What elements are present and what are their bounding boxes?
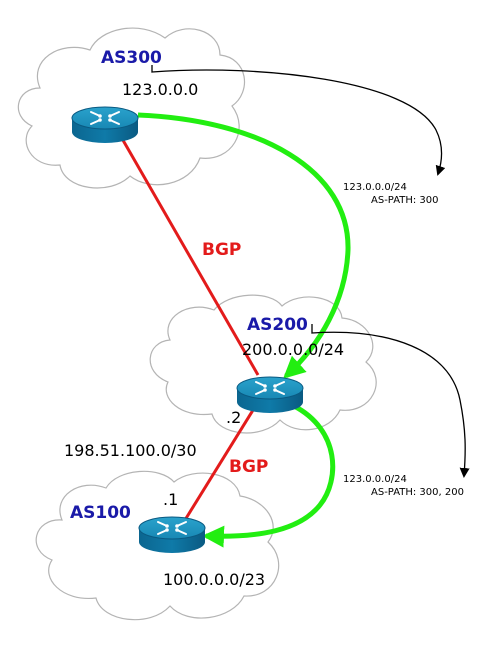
prefix-label-as100: 100.0.0.0/23 xyxy=(163,570,265,589)
advert-prefix-as300: 123.0.0.0/24 xyxy=(343,182,407,193)
router-as100 xyxy=(138,516,206,553)
cloud-as200 xyxy=(149,294,377,434)
interface-label-as200: .2 xyxy=(226,408,241,427)
advert-prefix-as200: 123.0.0.0/24 xyxy=(343,474,407,485)
prefix-label-as200: 200.0.0.0/24 xyxy=(242,340,344,359)
bgp-label-as200-as100: BGP xyxy=(229,457,268,477)
router-arrows-icon xyxy=(255,381,285,395)
router-arrows-icon xyxy=(90,111,120,125)
advert-aspath-as200: AS-PATH: 300, 200 xyxy=(371,487,464,498)
router-arrows-icon xyxy=(157,521,187,535)
bgp-label-as300-as200: BGP xyxy=(202,240,241,260)
router-as200 xyxy=(236,376,304,413)
advert-callout-arrow-as200 xyxy=(311,324,470,478)
route-advert-arrow-as200-to-as100 xyxy=(202,403,336,548)
cloud-as300 xyxy=(17,27,246,189)
bgp-link-as300-as200 xyxy=(118,134,260,376)
bgp-link-as200-as100 xyxy=(183,401,260,521)
link-subnet-label: 198.51.100.0/30 xyxy=(64,441,197,460)
router-as300 xyxy=(71,106,139,143)
prefix-label-as300: 123.0.0.0 xyxy=(122,80,198,99)
advert-callout-arrow-as300 xyxy=(151,65,446,176)
advert-aspath-as300: AS-PATH: 300 xyxy=(371,195,439,206)
as-label-as100: AS100 xyxy=(70,503,131,523)
route-advert-arrow-as300-to-as200 xyxy=(137,112,351,379)
interface-label-as100: .1 xyxy=(163,490,178,509)
as-label-as200: AS200 xyxy=(247,315,308,335)
as-label-as300: AS300 xyxy=(101,48,162,68)
